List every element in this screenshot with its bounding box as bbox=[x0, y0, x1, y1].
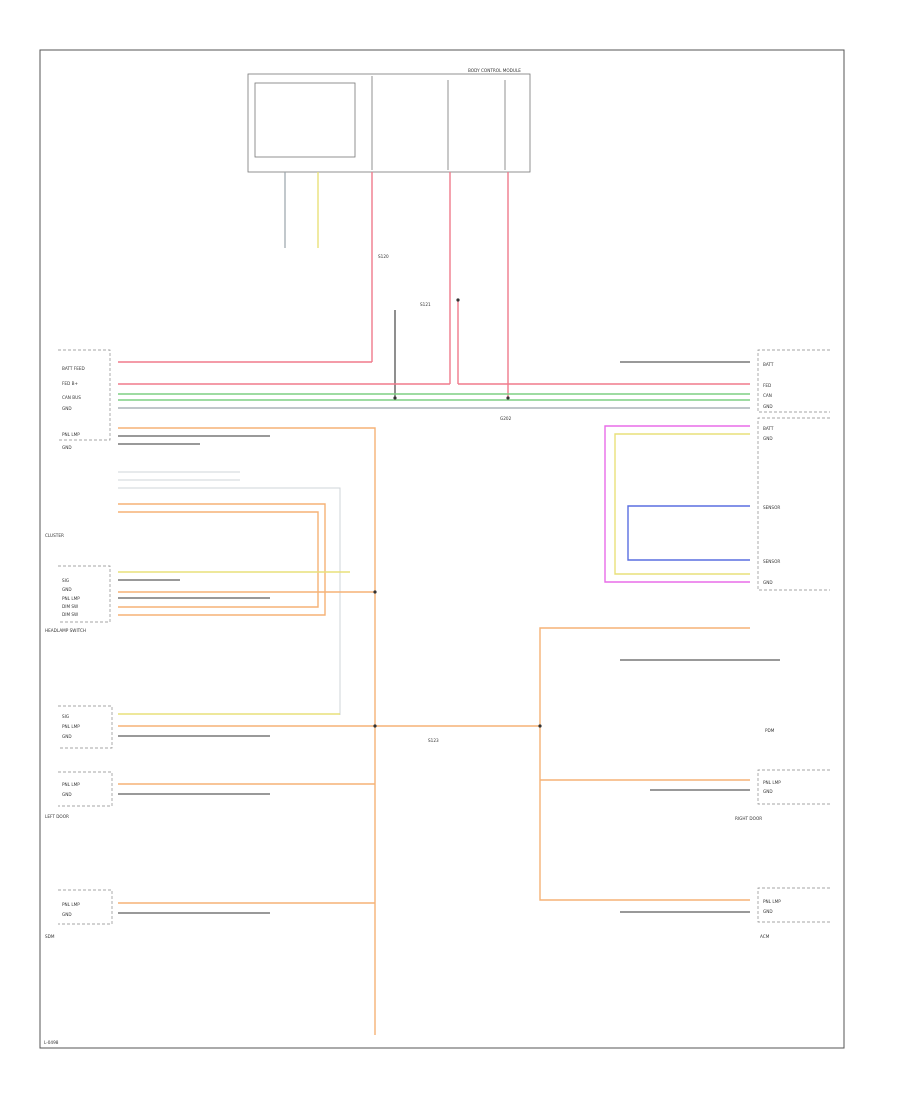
splice-label-s120: S120 bbox=[378, 254, 389, 259]
wire-right-pl-main bbox=[539, 627, 750, 901]
fuse-box: BODY CONTROL MODULE bbox=[247, 68, 531, 173]
pin-t5: BATT bbox=[763, 426, 774, 431]
pin-l4: GND bbox=[62, 406, 72, 411]
pin-t1: BATT bbox=[763, 362, 774, 367]
wire-right-sensor-2 bbox=[614, 433, 750, 575]
page-number: L-0498 bbox=[44, 1040, 59, 1045]
right-module: BATT FED CAN GND bbox=[757, 349, 830, 413]
pin-t4: GND bbox=[763, 404, 773, 409]
pin-t6: GND bbox=[763, 436, 773, 441]
steering-switch-block: SIG PNL LMP GND bbox=[58, 705, 113, 749]
wire-cluster-pl-1 bbox=[118, 503, 326, 616]
pin-rr2: GND bbox=[763, 789, 773, 794]
pin-rb2: GND bbox=[62, 912, 72, 917]
pin-s1: SIG bbox=[62, 714, 69, 719]
pin-h3: PNL LMP bbox=[62, 596, 80, 601]
pin-r3: GND bbox=[763, 909, 773, 914]
right-door-block: PNL LMP GND RIGHT DOOR bbox=[735, 769, 830, 821]
headlamp-switch-label: HEADLAMP SWITCH bbox=[45, 628, 86, 633]
diagram-frame bbox=[39, 49, 845, 1049]
sdm-label: SDM bbox=[45, 934, 55, 939]
pin-t2: FED bbox=[763, 383, 771, 388]
pin-b2: GND bbox=[62, 792, 72, 797]
console-block: PNL LMP GND SDM bbox=[45, 889, 113, 939]
pin-h4: DIM SW bbox=[62, 604, 78, 609]
left-door-label: LEFT DOOR bbox=[45, 814, 69, 819]
right-sensor-block: BATT GND SENSOR SENSOR GND bbox=[757, 417, 830, 591]
pin-l2: FED B+ bbox=[62, 381, 78, 386]
wire-right-sensor-3 bbox=[627, 505, 750, 561]
pin-h5: DIM SW bbox=[62, 612, 78, 617]
splice-1 bbox=[393, 396, 397, 400]
pin-s3: GND bbox=[62, 734, 72, 739]
pin-l1: BATT FEED bbox=[62, 366, 85, 371]
wire-panel-lamp-main bbox=[118, 427, 376, 1035]
fuse-box-title: BODY CONTROL MODULE bbox=[468, 68, 521, 73]
pin-l5: PNL LMP bbox=[62, 432, 80, 437]
pin-t7: SENSOR bbox=[763, 505, 780, 510]
cluster-label: CLUSTER bbox=[45, 533, 64, 538]
splice-6 bbox=[456, 298, 460, 302]
wire-cluster-pl-2 bbox=[118, 511, 319, 608]
splice-label-s123: S123 bbox=[428, 738, 439, 743]
wire-dim-3 bbox=[118, 487, 341, 715]
pin-rb1: PNL LMP bbox=[62, 902, 80, 907]
splice-4 bbox=[373, 724, 377, 728]
right-console-block: PNL LMP GND ACM bbox=[757, 887, 830, 939]
pin-s2: PNL LMP bbox=[62, 724, 80, 729]
pin-l6: GND bbox=[62, 445, 72, 450]
wire-right-sensor-1 bbox=[604, 425, 750, 583]
pin-t3: CAN bbox=[763, 393, 772, 398]
left-module: BATT FEED FED B+ CAN BUS GND PNL LMP GND bbox=[58, 349, 111, 450]
acm-label: ACM bbox=[760, 934, 770, 939]
splice-5 bbox=[538, 724, 542, 728]
pin-l3: CAN BUS bbox=[62, 395, 81, 400]
pin-h1: SIG bbox=[62, 578, 69, 583]
splice-label-s121: S121 bbox=[420, 302, 431, 307]
splice-3 bbox=[373, 590, 377, 594]
pin-h2: GND bbox=[62, 587, 72, 592]
left-door-block: PNL LMP GND LEFT DOOR bbox=[45, 771, 113, 819]
pin-rr1: PNL LMP bbox=[763, 780, 781, 785]
pin-r2: PNL LMP bbox=[763, 899, 781, 904]
pin-t8: SENSOR bbox=[763, 559, 780, 564]
splice-2 bbox=[506, 396, 510, 400]
ground-label: G202 bbox=[500, 416, 512, 421]
pdm-label: PDM bbox=[765, 728, 775, 733]
pin-t9: GND bbox=[763, 580, 773, 585]
right-door-label: RIGHT DOOR bbox=[735, 816, 762, 821]
pin-b1: PNL LMP bbox=[62, 782, 80, 787]
headlamp-switch-block: SIG GND PNL LMP DIM SW DIM SW HEADLAMP S… bbox=[45, 565, 111, 633]
